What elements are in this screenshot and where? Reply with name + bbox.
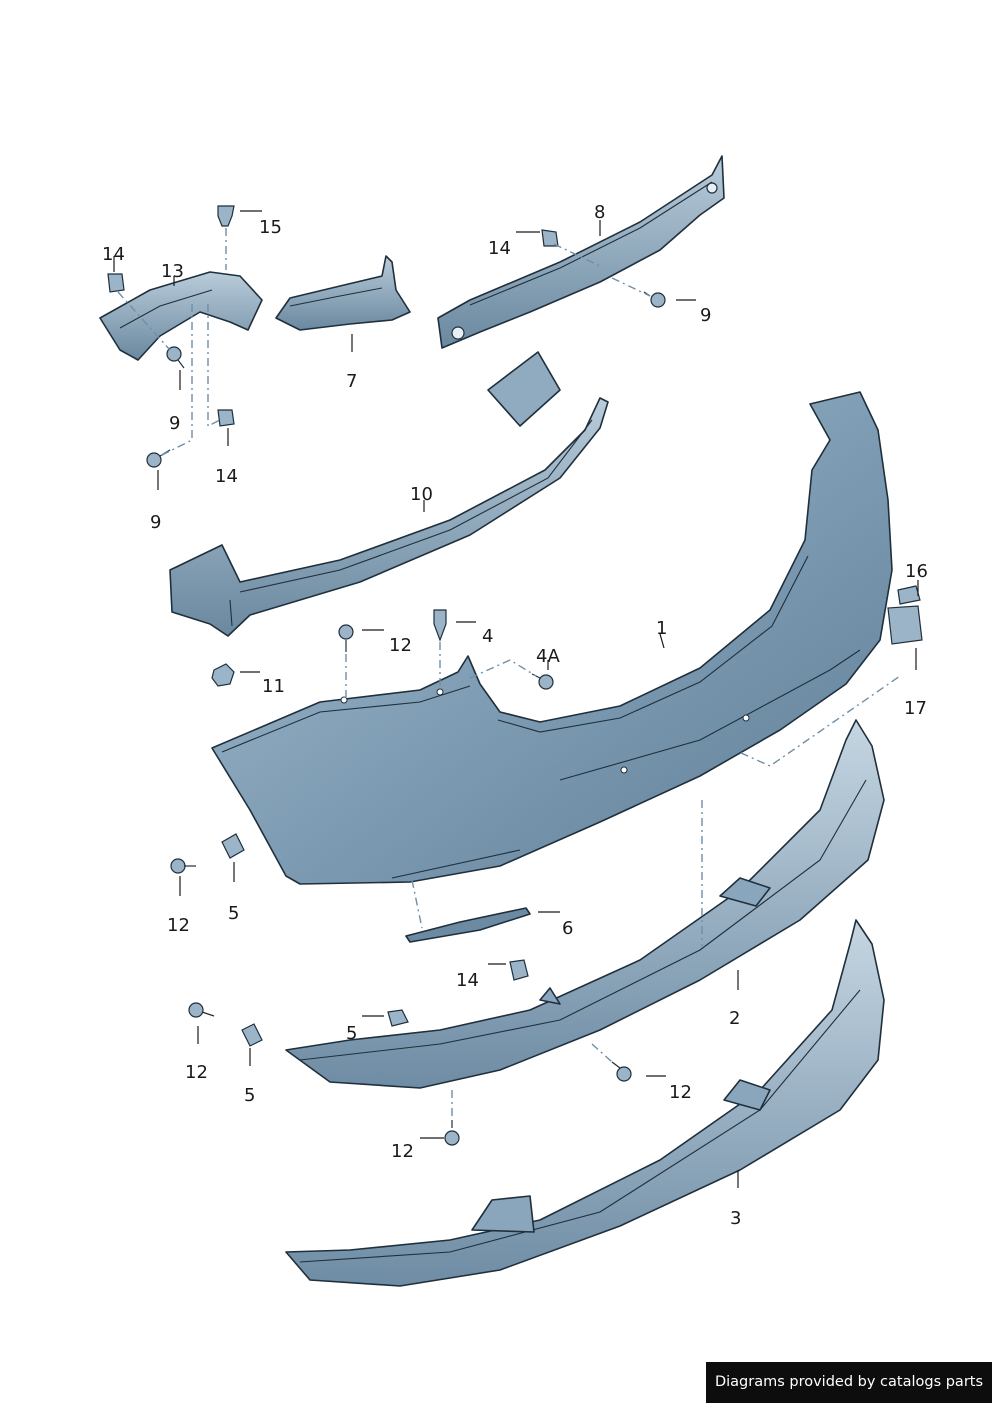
credit-banner: Diagrams provided by catalogs parts bbox=[706, 1362, 992, 1403]
callout-label-12a: 12 bbox=[389, 635, 412, 656]
clip-14-icon bbox=[107, 273, 125, 293]
screw-12-icon bbox=[338, 624, 354, 652]
callout-label-16: 16 bbox=[905, 561, 928, 582]
callout-label-12b: 12 bbox=[167, 915, 190, 936]
callout-label-6: 6 bbox=[562, 918, 573, 939]
callout-label-9c: 9 bbox=[150, 512, 161, 533]
clip-14-icon bbox=[217, 409, 235, 427]
callout-label-5c: 5 bbox=[244, 1085, 255, 1106]
callout-label-5b: 5 bbox=[346, 1023, 357, 1044]
nut-5-icon bbox=[387, 1009, 409, 1027]
callout-label-12e: 12 bbox=[391, 1141, 414, 1162]
bumper-cover-1 bbox=[211, 391, 893, 885]
guide-bracket-13 bbox=[99, 271, 263, 361]
callout-label-14b: 14 bbox=[488, 238, 511, 259]
leader-lines bbox=[113, 210, 919, 1188]
callout-label-12d: 12 bbox=[669, 1082, 692, 1103]
callout-labels: 1 2 3 4 4A 5 5 5 6 7 8 9 9 9 10 11 12 12… bbox=[102, 202, 928, 1229]
callout-label-9b: 9 bbox=[169, 413, 180, 434]
carrier-strip-8 bbox=[437, 155, 725, 349]
callout-label-8: 8 bbox=[594, 202, 605, 223]
callout-label-15: 15 bbox=[259, 217, 282, 238]
callout-label-4: 4 bbox=[482, 626, 493, 647]
screw-9-icon bbox=[643, 291, 666, 308]
callout-label-2: 2 bbox=[729, 1008, 740, 1029]
callout-label-5a: 5 bbox=[228, 903, 239, 924]
callout-label-9a: 9 bbox=[700, 305, 711, 326]
screw-4A-icon bbox=[531, 673, 554, 690]
nut-11-icon bbox=[211, 663, 235, 687]
callout-label-13: 13 bbox=[161, 261, 184, 282]
nut-5-icon bbox=[241, 1023, 263, 1047]
diffuser-2 bbox=[285, 719, 885, 1089]
screw-9-icon bbox=[166, 346, 185, 369]
bracket-16-icon bbox=[897, 585, 921, 605]
diffuser-3 bbox=[285, 919, 885, 1287]
screw-12-icon bbox=[170, 858, 196, 874]
clip-15-icon bbox=[217, 205, 235, 227]
screw-12-icon bbox=[444, 1120, 460, 1146]
fasteners bbox=[107, 205, 923, 1146]
callout-label-3: 3 bbox=[730, 1208, 741, 1229]
callout-label-17: 17 bbox=[904, 698, 927, 719]
screw-12-icon bbox=[611, 1061, 632, 1082]
clip-4-icon bbox=[433, 609, 447, 642]
screw-12-icon bbox=[188, 1002, 215, 1018]
callout-label-11: 11 bbox=[262, 676, 285, 697]
callout-label-12c: 12 bbox=[185, 1062, 208, 1083]
callout-label-14c: 14 bbox=[215, 466, 238, 487]
clip-14-icon bbox=[509, 959, 529, 981]
sensor-holder-17-icon bbox=[887, 605, 923, 645]
callout-label-7: 7 bbox=[346, 371, 357, 392]
assembly-lines bbox=[117, 228, 901, 1120]
callout-label-14d: 14 bbox=[456, 970, 479, 991]
callout-label-10: 10 bbox=[410, 484, 433, 505]
callout-label-14a: 14 bbox=[102, 244, 125, 265]
clip-14-icon bbox=[541, 229, 559, 247]
guide-bracket-7 bbox=[275, 255, 411, 331]
reinforcement-bar-10 bbox=[169, 351, 609, 637]
reflector-6 bbox=[405, 907, 531, 943]
callout-label-4A: 4A bbox=[536, 646, 560, 667]
callout-label-1: 1 bbox=[656, 618, 667, 639]
nut-5-icon bbox=[221, 833, 245, 859]
